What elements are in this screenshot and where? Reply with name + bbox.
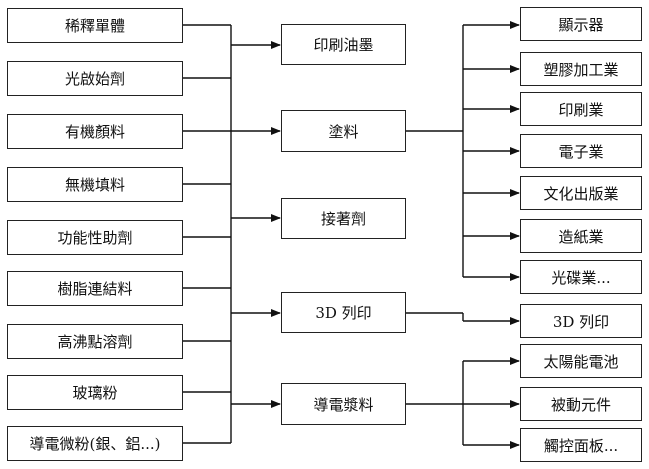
material-box: 導電微粉(銀、鋁...) bbox=[7, 426, 183, 461]
material-box: 光啟始劑 bbox=[7, 61, 183, 96]
industry-box: 電子業 bbox=[520, 134, 642, 168]
material-box: 無機填料 bbox=[7, 167, 183, 202]
industry-box: 文化出版業 bbox=[520, 176, 642, 210]
industry-box: 觸控面板... bbox=[520, 428, 642, 462]
material-box: 功能性助劑 bbox=[7, 220, 183, 255]
industry-box: 印刷業 bbox=[520, 92, 642, 126]
product-box: 印刷油墨 bbox=[281, 24, 406, 65]
material-box: 稀釋單體 bbox=[7, 8, 183, 43]
industry-box: 造紙業 bbox=[520, 219, 642, 253]
material-box: 高沸點溶劑 bbox=[7, 324, 183, 359]
material-box: 樹脂連結料 bbox=[7, 271, 183, 306]
industry-box: 顯示器 bbox=[520, 7, 642, 41]
material-box: 有機顏料 bbox=[7, 114, 183, 149]
product-box: 3D 列印 bbox=[281, 292, 406, 333]
industry-box: 3D 列印 bbox=[520, 304, 642, 338]
industry-box: 被動元件 bbox=[520, 387, 642, 421]
industry-box: 塑膠加工業 bbox=[520, 52, 642, 86]
industry-box: 光碟業... bbox=[520, 260, 642, 294]
product-box: 導電漿料 bbox=[281, 383, 406, 425]
material-box: 玻璃粉 bbox=[7, 375, 183, 410]
product-box: 塗料 bbox=[281, 110, 406, 152]
industry-box: 太陽能電池 bbox=[520, 344, 642, 378]
product-box: 接著劑 bbox=[281, 198, 406, 239]
